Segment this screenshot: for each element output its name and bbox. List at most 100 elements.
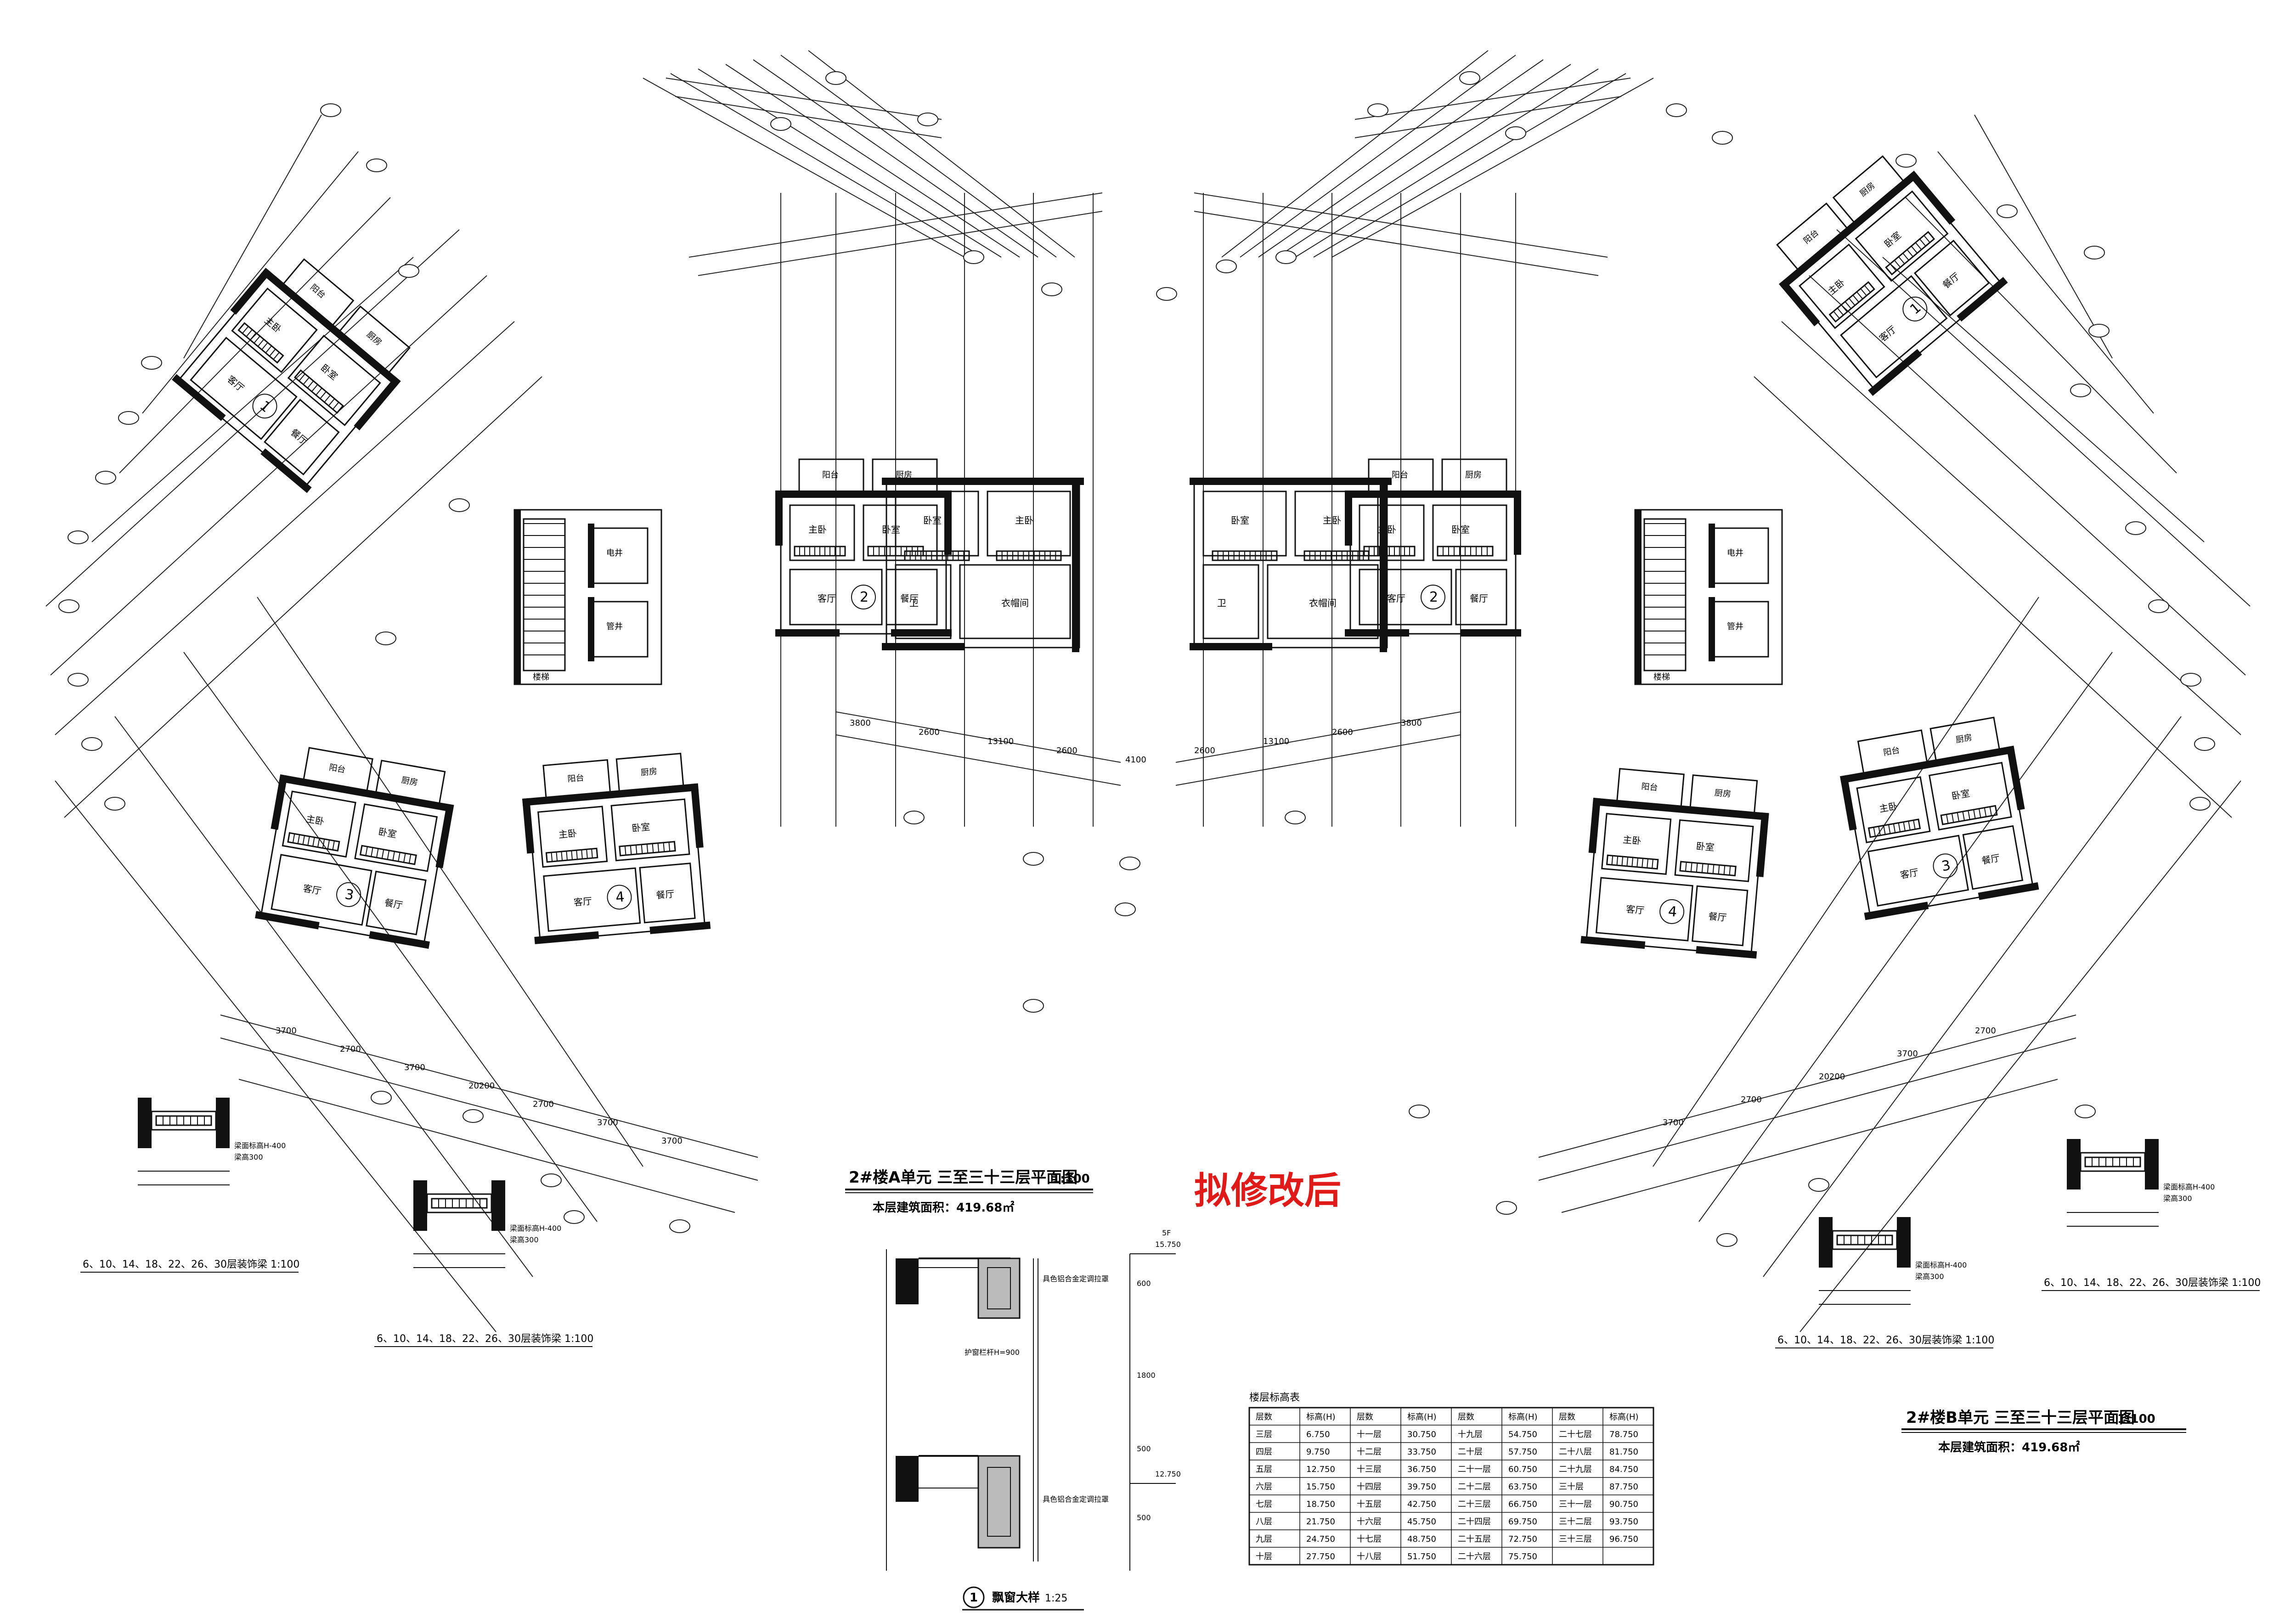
wardrobe-hatch	[1707, 864, 1709, 874]
room-outline	[1962, 825, 2024, 890]
table-cell: 90.750	[1609, 1500, 1638, 1509]
table-cell: 39.750	[1407, 1482, 1436, 1492]
bay-level-bottom: 12.750	[1155, 1470, 1181, 1478]
wardrobe-hatch	[1685, 862, 1687, 872]
room-outline	[1359, 569, 1452, 626]
wall	[882, 643, 965, 650]
room-outline	[1832, 155, 1905, 223]
wardrobe-hatch	[1626, 857, 1629, 867]
wall	[1957, 277, 2008, 322]
beam-detail-label-4: 6、10、14、18、22、26、30层装饰梁 1:100	[2044, 1277, 2261, 1289]
table-cell: 93.750	[1609, 1517, 1638, 1527]
wardrobe-hatch	[1642, 858, 1644, 868]
wardrobe-hatch	[307, 380, 314, 389]
table-cell: 87.750	[1609, 1482, 1638, 1492]
beam-note: 梁高300	[1915, 1272, 1944, 1281]
grid-line	[50, 275, 487, 676]
room-outline	[264, 399, 340, 476]
dimension-text: 3800	[1401, 718, 1422, 728]
wardrobe-hatch	[1989, 806, 1992, 816]
room-outline	[2080, 1152, 2146, 1172]
grid-bubble	[449, 498, 470, 512]
room-outline	[794, 546, 846, 557]
room-label: 电井	[1727, 548, 1743, 558]
table-cell: 三层	[1256, 1430, 1272, 1439]
dimension-line	[220, 1015, 758, 1158]
wall	[775, 490, 952, 498]
unit-number-circle	[1421, 585, 1445, 609]
room-label: 客厅	[302, 883, 322, 897]
grid-line	[670, 73, 983, 258]
wardrobe-hatch	[1978, 808, 1981, 818]
wardrobe-hatch	[1911, 246, 1918, 254]
grid-line	[91, 257, 414, 542]
grid-line	[1698, 652, 2113, 1222]
table-cell: 二十三层	[1458, 1500, 1491, 1509]
wardrobe-hatch	[1968, 810, 1970, 820]
grid-bubble	[1459, 71, 1480, 85]
wardrobe-hatch	[312, 837, 315, 846]
grid-bubble	[2194, 737, 2215, 751]
grid-line	[114, 716, 533, 1277]
grid-bubble	[371, 1091, 392, 1105]
wardrobe-hatch	[317, 838, 320, 847]
room-outline	[1432, 504, 1507, 561]
grid-bubble	[375, 631, 396, 645]
dimension-text: 2700	[533, 1099, 554, 1109]
room-outline	[431, 1198, 488, 1209]
wardrobe-hatch	[1903, 822, 1906, 831]
room-outline	[789, 569, 883, 626]
grid-bubble	[1275, 250, 1297, 264]
room-label: 厨房	[1955, 733, 1973, 745]
wardrobe-hatch	[630, 845, 632, 855]
room-outline	[1441, 458, 1507, 492]
unit-number-circle	[1902, 296, 1928, 321]
room-outline	[2084, 1156, 2141, 1167]
unit-number-circle	[252, 394, 277, 419]
table-cell: 57.750	[1508, 1447, 1537, 1457]
unit-number: 3	[1941, 857, 1952, 875]
room-outline	[619, 840, 676, 857]
table-cell: 二十层	[1458, 1447, 1483, 1457]
grid-line	[725, 64, 1020, 258]
table-cell: 三十层	[1559, 1482, 1584, 1492]
dimension-text: 3700	[404, 1063, 425, 1072]
room-outline	[1867, 818, 1921, 838]
wardrobe-hatch	[1883, 825, 1886, 835]
wall	[1592, 797, 1769, 821]
table-cell: 96.750	[1609, 1534, 1638, 1544]
room-outline	[1202, 564, 1259, 639]
table-cell: 八层	[1256, 1517, 1272, 1527]
room-label: 餐厅	[1470, 593, 1488, 604]
room-label: 卧室	[882, 524, 900, 535]
room-label: 厨房	[640, 767, 658, 778]
grid-line	[257, 597, 643, 1167]
table-cell: 十层	[1256, 1552, 1272, 1562]
grid-bubble	[68, 673, 89, 687]
wardrobe-hatch	[1845, 301, 1852, 309]
revision-stamp: 拟修改后	[1194, 1169, 1341, 1212]
wardrobe-hatch	[398, 852, 401, 862]
beam-note: 梁面标高H-400	[234, 1141, 286, 1150]
room-outline	[237, 322, 284, 364]
room-outline	[798, 458, 864, 492]
wardrobe-hatch	[307, 836, 310, 846]
wardrobe-hatch	[371, 847, 373, 857]
dimension-text: 3700	[276, 1026, 297, 1036]
room-outline	[1857, 729, 1928, 774]
wardrobe-hatch	[1984, 807, 1987, 817]
room-outline	[789, 504, 855, 561]
grid-line	[183, 114, 322, 359]
dimension-text: 2600	[1056, 746, 1077, 755]
grid-line	[780, 55, 1057, 258]
grid-line	[1763, 716, 2182, 1277]
wardrobe-hatch	[1915, 242, 1922, 250]
dimension-text: 3700	[1663, 1118, 1684, 1128]
room-outline	[639, 863, 696, 924]
wardrobe-hatch	[320, 391, 327, 399]
wall	[413, 1180, 427, 1231]
dimension-line	[666, 78, 942, 120]
